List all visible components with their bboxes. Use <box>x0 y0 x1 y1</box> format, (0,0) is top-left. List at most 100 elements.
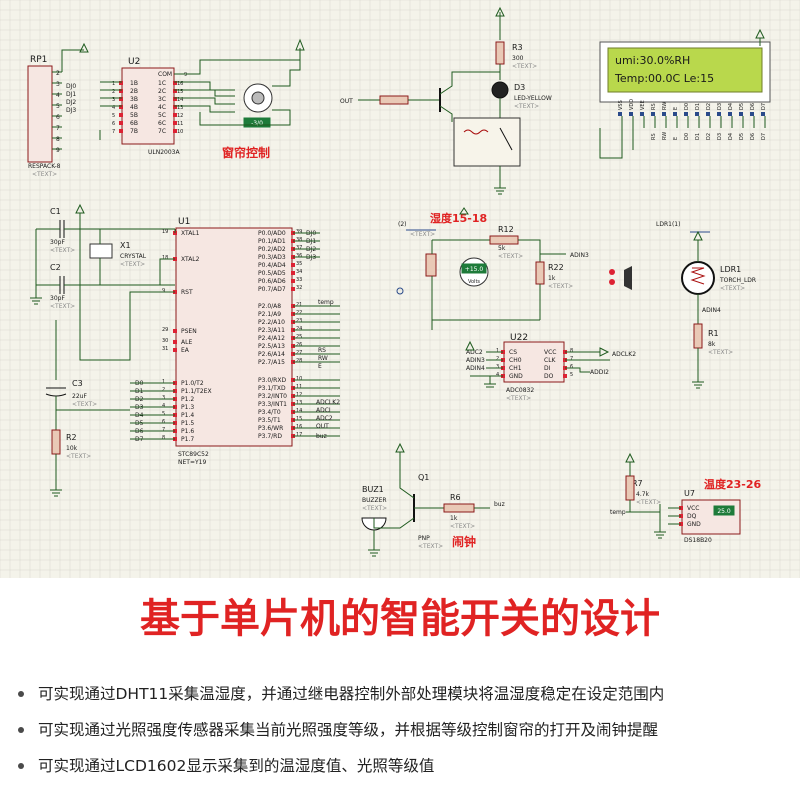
schematic-label: D2 <box>706 103 712 110</box>
schematic-label: 7B <box>130 128 138 135</box>
ground-symbol <box>484 383 496 388</box>
schematic-label: D6 <box>750 133 756 140</box>
schematic-label: 25 <box>296 334 302 340</box>
probe-marker <box>396 287 404 295</box>
schematic-label: 32 <box>296 285 302 291</box>
pin-marker <box>173 81 177 85</box>
schematic-label: 2 <box>162 387 165 393</box>
schematic-label: E <box>673 137 679 140</box>
pin-marker <box>119 89 123 93</box>
pin-marker <box>618 112 622 116</box>
schematic-label: 1 <box>112 81 115 87</box>
schematic-label: D6 <box>750 103 756 110</box>
pin-marker <box>173 129 177 133</box>
pin-marker <box>563 374 567 378</box>
wire <box>565 367 590 373</box>
power-arrow <box>75 203 85 214</box>
schematic-label: 1B <box>130 80 138 87</box>
schematic-label: <TEXT> <box>72 401 97 408</box>
pin-marker <box>119 81 123 85</box>
schematic-label: <TEXT> <box>120 261 145 268</box>
schematic-label: (2) <box>398 221 407 228</box>
bullet-dot <box>18 727 24 733</box>
pin-marker <box>728 112 732 116</box>
schematic-label: X1 <box>120 241 131 250</box>
schematic-label: P2.1/A9 <box>258 311 281 318</box>
schematic-label: -3/0 <box>251 120 263 127</box>
schematic-label: GND <box>687 521 701 528</box>
schematic-label: DJ0 <box>66 83 76 90</box>
ground-symbol <box>654 531 666 539</box>
pin-marker <box>173 329 177 333</box>
pin-marker <box>291 279 295 283</box>
lcd-line-2: Temp:00.0C Le:15 <box>614 72 714 85</box>
schematic-label: P3.2/INT0 <box>258 393 287 400</box>
pin-marker <box>173 121 177 125</box>
wire <box>79 213 175 361</box>
schematic-label: D7 <box>761 133 767 140</box>
schematic-label: 14 <box>296 408 302 414</box>
bullet-dot <box>18 691 24 697</box>
schematic-label: 12 <box>177 113 183 119</box>
wire <box>599 128 623 159</box>
schematic-label: <TEXT> <box>636 499 661 506</box>
schematic-label: P0.5/AD5 <box>258 270 286 277</box>
schematic-label: 3 <box>496 364 499 370</box>
schematic-label: LDR1 <box>720 265 741 274</box>
wire <box>439 71 500 95</box>
power-arrow <box>459 207 469 215</box>
schematic-label: 36 <box>296 253 302 259</box>
schematic-label: 5 <box>56 103 60 110</box>
schematic-label: 16 <box>296 424 302 430</box>
pin-marker <box>761 112 765 116</box>
pin-marker <box>173 348 177 352</box>
schematic-label: 4B <box>130 104 138 111</box>
schematic-label: Q1 <box>418 473 429 482</box>
schematic-label: P0.3/AD3 <box>258 254 286 261</box>
schematic-label: ADC0832 <box>506 387 534 394</box>
power-arrow <box>465 340 475 351</box>
schematic-label: 3 <box>162 395 165 401</box>
power-arrow <box>755 28 765 39</box>
ds-readout-box <box>713 505 735 516</box>
pin-marker <box>739 112 743 116</box>
schematic-label: ADDI2 <box>590 369 609 376</box>
schematic-label: 4 <box>56 92 60 99</box>
humidity-range-label: 湿度15-18 <box>430 211 487 225</box>
wire <box>159 258 175 286</box>
schematic-label: 2 <box>496 356 499 362</box>
schematic-label: D0 <box>684 103 690 110</box>
schematic-label: 4 <box>112 105 115 111</box>
wire <box>399 452 415 499</box>
schematic-label: D3 <box>514 83 525 92</box>
schematic-label: P1.3 <box>181 404 194 411</box>
schematic-label: GND <box>509 373 523 380</box>
schematic-label: U2 <box>128 57 140 67</box>
schematic-label: temp <box>610 509 626 516</box>
schematic-label: <TEXT> <box>50 247 75 254</box>
schematic-label: U1 <box>178 217 190 227</box>
schematic-label: 1k <box>548 275 556 282</box>
schematic-label: ADC2 <box>316 415 333 422</box>
crystal-x1 <box>89 243 113 259</box>
schematic-label: P0.2/AD2 <box>258 246 286 253</box>
schematic-label: ULN2003A <box>148 149 180 156</box>
schematic-label: 11 <box>296 384 302 390</box>
schematic-label: 31 <box>162 346 168 352</box>
schematic-label: 9 <box>184 72 187 78</box>
schematic-label: <TEXT> <box>410 231 435 238</box>
pin-marker <box>291 287 295 291</box>
schematic-label: 9 <box>56 147 60 154</box>
schematic-label: ADIN4 <box>702 307 721 314</box>
schematic-label: <TEXT> <box>498 253 523 260</box>
bullet-dot <box>18 763 24 769</box>
wire <box>174 81 235 91</box>
schematic-label: P3.5/T1 <box>258 417 281 424</box>
schematic-label: 5k <box>498 245 506 252</box>
pin-marker <box>684 112 688 116</box>
schematic-label: CS <box>509 349 517 356</box>
schematic-label: 6 <box>162 419 165 425</box>
schematic-label: 5 <box>162 411 165 417</box>
schematic-label: ADIN4 <box>466 365 485 372</box>
